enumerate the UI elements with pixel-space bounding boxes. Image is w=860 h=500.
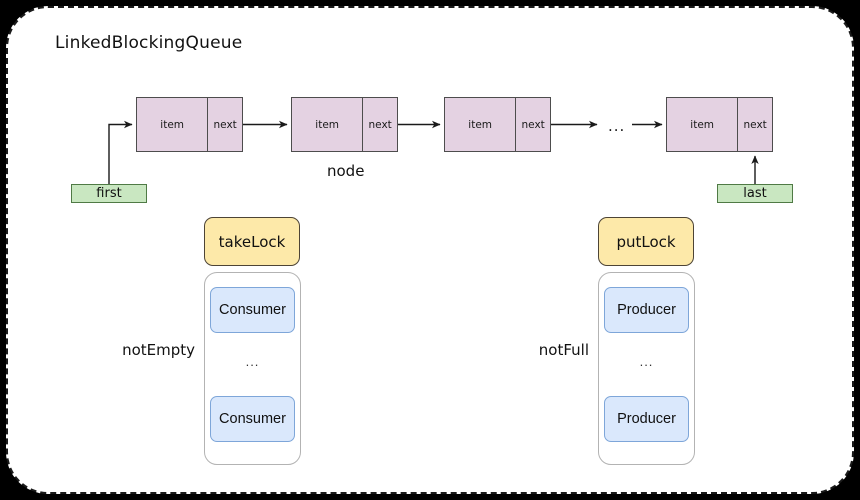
node-item-cell: item [667, 98, 739, 151]
list-node-4: item next [666, 97, 773, 152]
node-item-cell: item [292, 98, 364, 151]
waiter-label: Producer [617, 302, 676, 318]
node-next-cell: next [521, 118, 545, 131]
node-next-cell: next [213, 118, 237, 131]
node-next-cell: next [368, 118, 392, 131]
not-empty-label: notEmpty [122, 341, 195, 359]
put-lock-box: putLock [598, 217, 694, 266]
not-full-ellipsis: ... [639, 354, 654, 369]
put-lock-label: putLock [616, 232, 676, 251]
pointer-last: last [717, 184, 793, 203]
waiter-label: Consumer [219, 302, 286, 318]
waiter-consumer-2: Consumer [210, 396, 295, 442]
page-title: LinkedBlockingQueue [55, 33, 243, 53]
waiter-label: Consumer [219, 411, 286, 427]
node-item-cell: item [137, 98, 209, 151]
list-node-3: item next [444, 97, 551, 152]
node-item-cell: item [445, 98, 517, 151]
waiter-producer-2: Producer [604, 396, 689, 442]
not-full-label: notFull [538, 341, 589, 359]
node-caption: node [327, 162, 365, 180]
take-lock-label: takeLock [218, 232, 286, 251]
pointer-first-label: first [96, 186, 122, 201]
linked-blocking-queue-panel [6, 6, 854, 494]
list-node-2: item next [291, 97, 398, 152]
waiter-consumer-1: Consumer [210, 287, 295, 333]
node-next-cell: next [743, 118, 767, 131]
list-ellipsis: ... [608, 117, 626, 135]
take-lock-box: takeLock [204, 217, 300, 266]
pointer-last-label: last [743, 186, 767, 201]
list-node-1: item next [136, 97, 243, 152]
pointer-first: first [71, 184, 147, 203]
waiter-producer-1: Producer [604, 287, 689, 333]
not-empty-ellipsis: ... [245, 354, 260, 369]
waiter-label: Producer [617, 411, 676, 427]
